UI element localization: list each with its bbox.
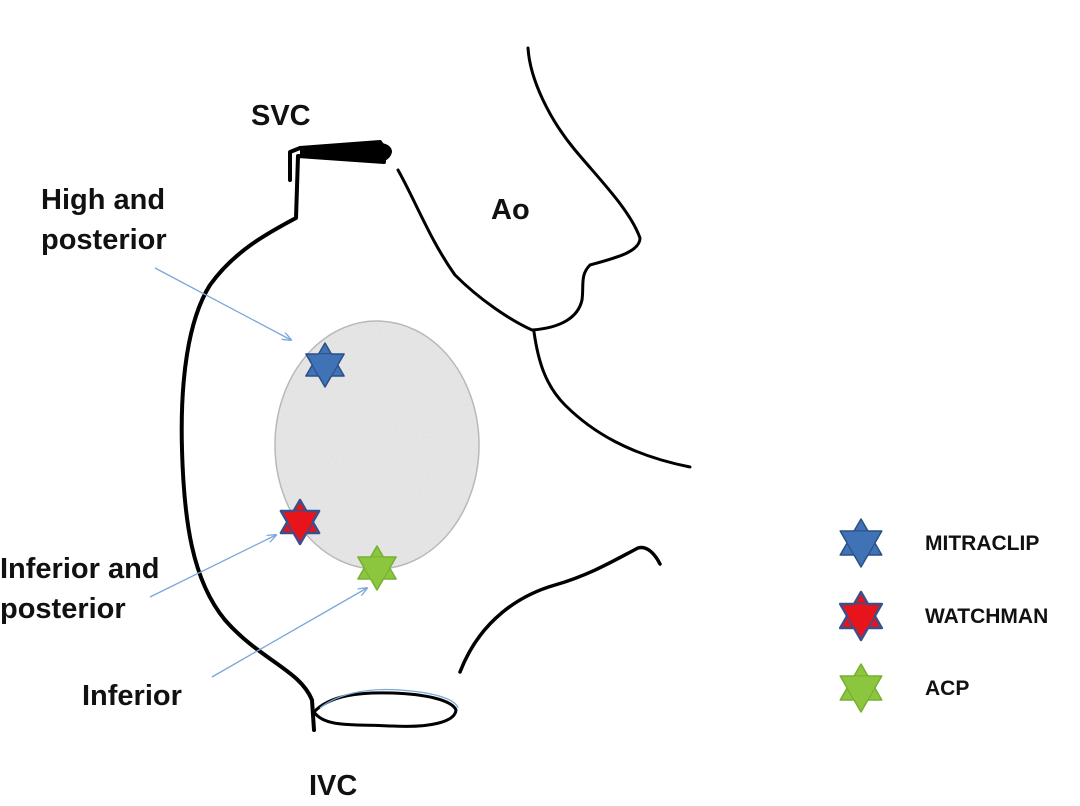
svc-label: SVC xyxy=(251,100,311,132)
marker-acp-star xyxy=(357,545,397,591)
aortic-root-outline xyxy=(532,330,692,469)
ao-label: Ao xyxy=(491,194,530,226)
legend-star-mitraclip xyxy=(839,518,883,568)
inferior-posterior-label: Inferior and posterior xyxy=(0,549,160,629)
marker-mitraclip-star xyxy=(305,342,345,388)
star-core xyxy=(847,604,875,628)
star-core xyxy=(287,511,313,533)
high-posterior-line-2: posterior xyxy=(41,224,167,256)
inferior-posterior-line-1: Inferior and xyxy=(0,553,160,585)
arrow-inferior-posterior xyxy=(149,535,276,598)
legend-label-acp: ACP xyxy=(925,677,970,700)
arrow-high-posterior xyxy=(154,267,291,340)
ivc-loop xyxy=(312,691,458,728)
star-core xyxy=(364,557,390,579)
legend-star-watchman xyxy=(838,590,884,642)
ivc-label: IVC xyxy=(309,770,358,802)
right-atrium-outline xyxy=(179,140,386,732)
high-posterior-label: High and posterior xyxy=(41,180,167,260)
legend-label-mitraclip: MITRACLIP xyxy=(925,532,1040,555)
legend-star-acp xyxy=(839,663,883,713)
arrow-inferior xyxy=(211,588,367,678)
inferior-posterior-line-2: posterior xyxy=(0,593,126,625)
star-core xyxy=(847,531,875,555)
ivc-highlight xyxy=(319,688,459,709)
marker-watchman-star xyxy=(279,498,321,546)
tricuspid-outline xyxy=(458,545,662,674)
high-posterior-line-1: High and xyxy=(41,184,166,216)
legend-label-watchman: WATCHMAN xyxy=(925,605,1049,628)
star-core xyxy=(312,354,338,376)
svc-cap xyxy=(300,142,392,163)
aorta-outline xyxy=(396,46,642,332)
star-core xyxy=(847,676,875,700)
inferior-label: Inferior xyxy=(82,680,182,712)
